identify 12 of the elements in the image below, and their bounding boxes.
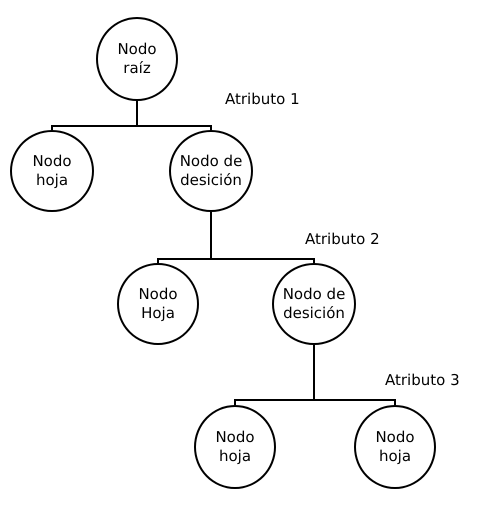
attribute-label: Atributo 3	[385, 371, 460, 389]
node-label: Nodo hoja	[374, 428, 416, 466]
node-label: Nodo hoja	[214, 428, 256, 466]
connector-line	[313, 345, 396, 405]
attribute-label: Atributo 2	[305, 230, 380, 248]
node-label: Nodo hoja	[31, 152, 73, 190]
node-label: Nodo Hoja	[137, 284, 179, 324]
node-label: Nodo de desición	[282, 284, 346, 324]
attribute-label: Atributo 1	[225, 90, 300, 108]
node-label: Nodo de desición	[179, 152, 243, 190]
connector-line	[210, 212, 315, 263]
node-label: Nodo raíz	[116, 40, 158, 78]
